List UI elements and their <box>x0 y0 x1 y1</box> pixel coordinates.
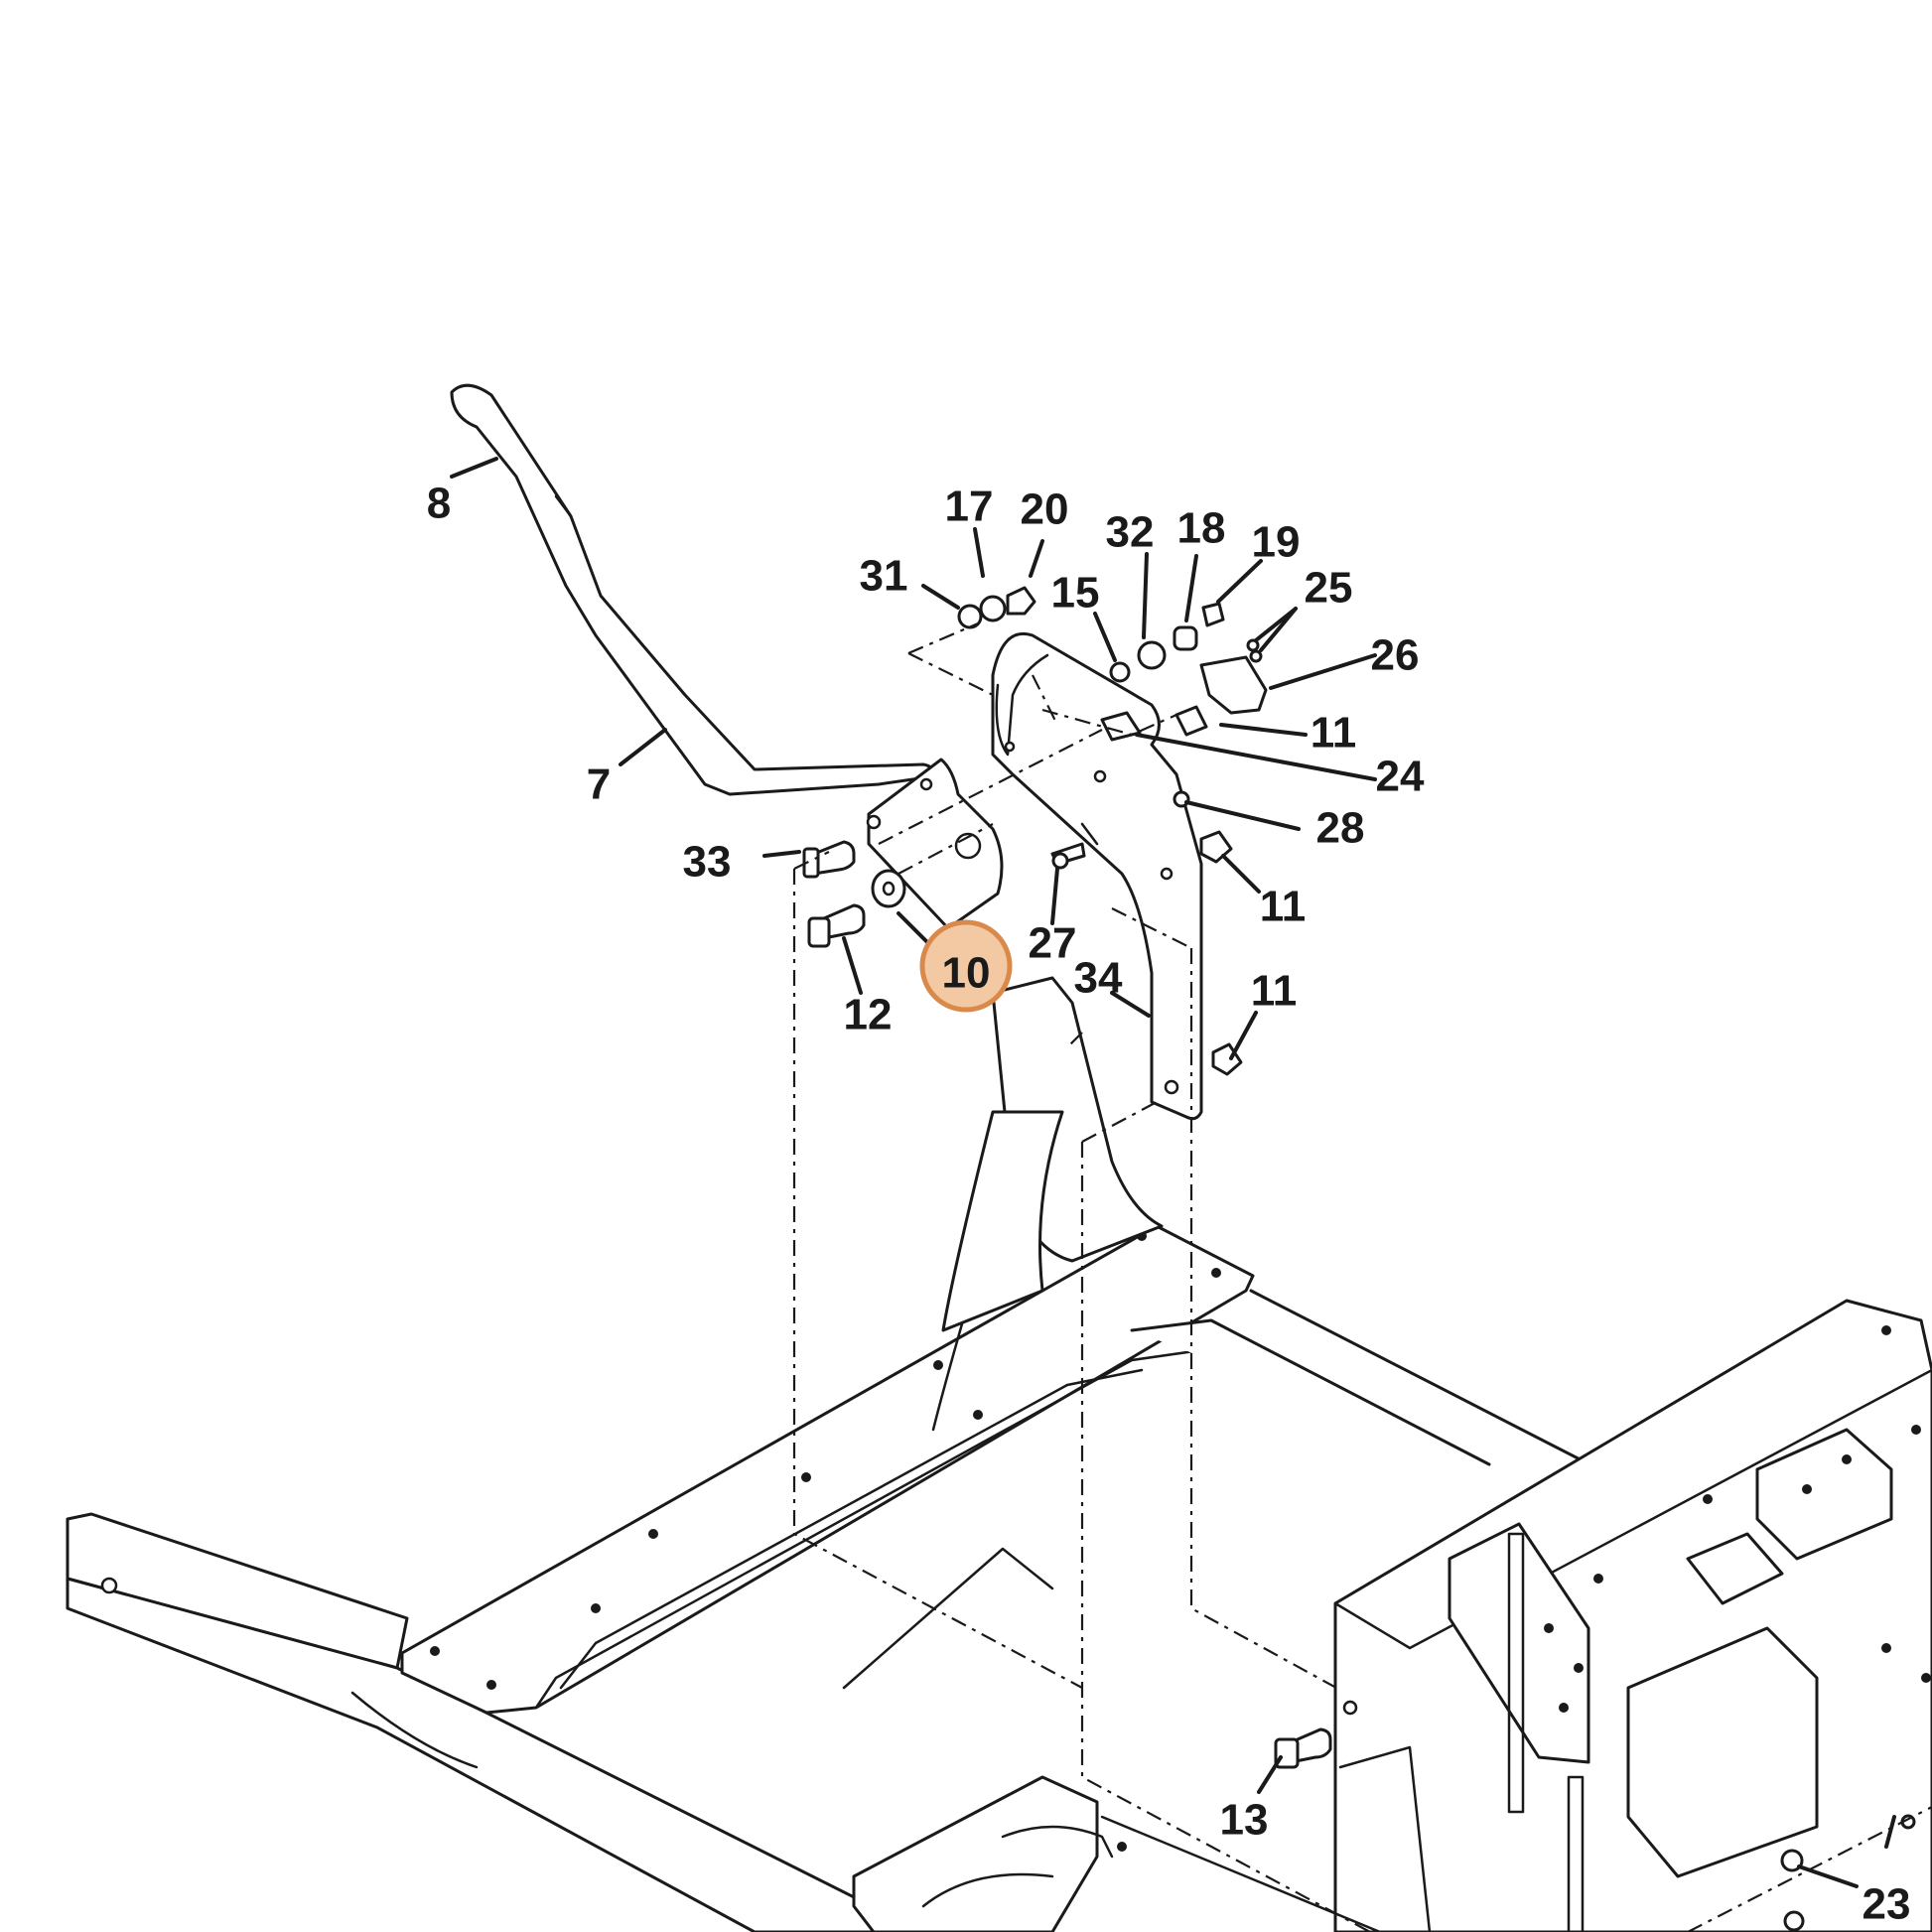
center-column <box>931 976 1164 1432</box>
callout-labels: 8 7 33 12 10 27 34 17 20 31 15 32 18 19 … <box>427 480 1911 1929</box>
callout-12[interactable]: 12 <box>844 991 893 1039</box>
bottom-bracket <box>852 1775 1382 1932</box>
callout-20[interactable]: 20 <box>1021 485 1069 534</box>
callout-17[interactable]: 17 <box>945 483 994 531</box>
callout-11-low[interactable]: 11 <box>1251 967 1298 1016</box>
frame-cross-plate <box>400 1224 1255 1715</box>
callout-32[interactable]: 32 <box>1106 508 1155 557</box>
right-frame-assembly <box>1333 1299 1932 1932</box>
callout-10[interactable]: 10 <box>942 949 991 998</box>
highlight-ring <box>919 919 1013 1013</box>
callout-31[interactable]: 31 <box>860 552 908 601</box>
callout-26[interactable]: 26 <box>1371 631 1420 680</box>
callout-15[interactable]: 15 <box>1051 569 1100 618</box>
callout-11-mid[interactable]: 11 <box>1260 883 1307 931</box>
callout-34[interactable]: 34 <box>1074 954 1123 1003</box>
callout-7[interactable]: 7 <box>587 760 611 809</box>
frame-main-rail <box>842 1289 1650 1690</box>
hardware-top <box>957 586 1268 1076</box>
frame-rail <box>66 1512 925 1932</box>
callout-11-top[interactable]: 11 <box>1311 709 1357 758</box>
callout-25[interactable]: 25 <box>1305 564 1353 613</box>
callout-27[interactable]: 27 <box>1029 919 1077 968</box>
callout-18[interactable]: 18 <box>1177 504 1226 553</box>
control-plate <box>991 632 1203 1121</box>
leader-lines <box>450 457 1896 1888</box>
callout-19[interactable]: 19 <box>1252 518 1301 567</box>
callout-23[interactable]: 23 <box>1863 1880 1911 1929</box>
callout-8[interactable]: 8 <box>427 480 451 528</box>
fasteners <box>802 840 1916 1932</box>
callout-28[interactable]: 28 <box>1316 804 1365 853</box>
callout-13[interactable]: 13 <box>1220 1796 1269 1845</box>
callout-33[interactable]: 33 <box>683 838 732 887</box>
callout-24[interactable]: 24 <box>1376 753 1425 801</box>
